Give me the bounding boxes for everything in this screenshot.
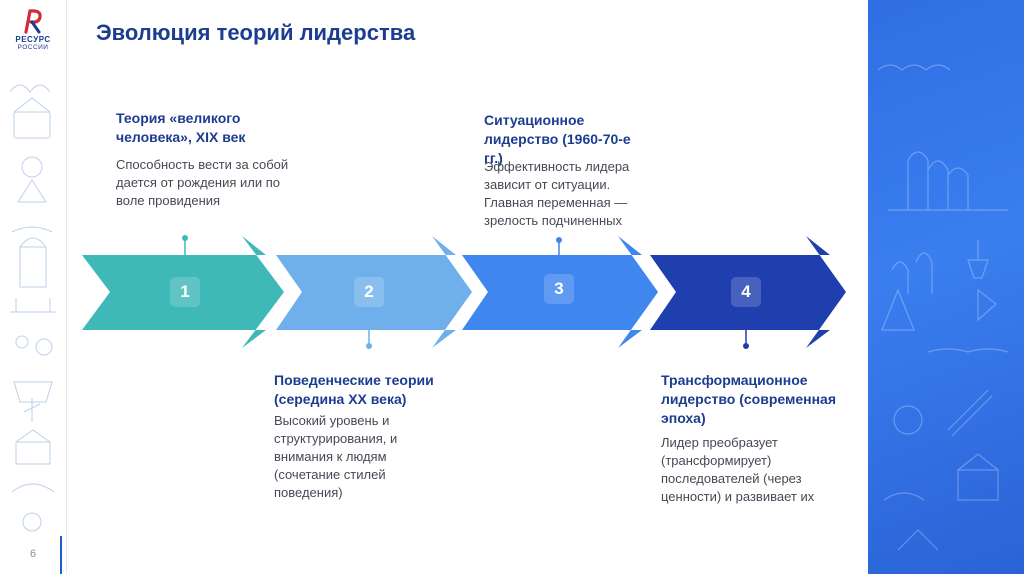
logo-subtext: РОССИИ: [17, 44, 49, 51]
arrow-step-3: [462, 236, 658, 348]
page-tick-divider: [60, 536, 62, 574]
doodle-pattern-icon: [9, 84, 56, 532]
connector-2: [366, 328, 372, 349]
step-number-4: 4: [731, 277, 761, 307]
left-decor-strip: РЕСУРС РОССИИ 6: [0, 0, 67, 574]
arrow-step-4: [650, 236, 846, 348]
landmarks-pattern-icon: [877, 64, 1009, 551]
page-number: 6: [30, 548, 37, 560]
step-number-1: 1: [170, 277, 200, 307]
step-2-title: Поведенческие теории (середина XX века): [274, 372, 434, 407]
step-1-text: Способность вести за собой дается от рож…: [116, 157, 289, 208]
slide-title: Эволюция теорий лидерства: [96, 20, 416, 45]
right-decor-panel: [868, 0, 1024, 574]
step-4-text: Лидер преобразует (трансформирует) после…: [661, 435, 815, 504]
logo-text: РЕСУРС: [15, 35, 51, 44]
step-3-text: Эффективность лидера зависит от ситуации…: [484, 159, 630, 228]
connector-4: [743, 328, 749, 349]
step-2-block: Поведенческие теории (середина XX века) …: [274, 371, 454, 502]
step-4-title: Трансформационное лидерство (современная…: [661, 372, 836, 426]
step-3-title: Ситуационное лидерство (1960-70-е гг.): [484, 112, 631, 166]
step-1-title: Теория «великого человека», XIX век: [116, 110, 246, 145]
step-4-block: Трансформационное лидерство (современная…: [661, 371, 866, 506]
step-3-block: Ситуационное лидерство (1960-70-е гг.) Э…: [484, 111, 652, 230]
connector-1: [182, 235, 188, 255]
step-number-3: 3: [544, 274, 574, 304]
logo-mark-icon: [24, 9, 42, 34]
arrow-step-1: [82, 236, 284, 348]
connector-3: [556, 237, 562, 255]
step-2-text: Высокий уровень и структурирования, и вн…: [274, 413, 398, 500]
arrow-step-2: [276, 236, 472, 348]
step-1-block: Теория «великого человека», XIX век Спос…: [116, 109, 306, 210]
logo: РЕСУРС РОССИИ: [10, 8, 56, 51]
step-number-2: 2: [354, 277, 384, 307]
